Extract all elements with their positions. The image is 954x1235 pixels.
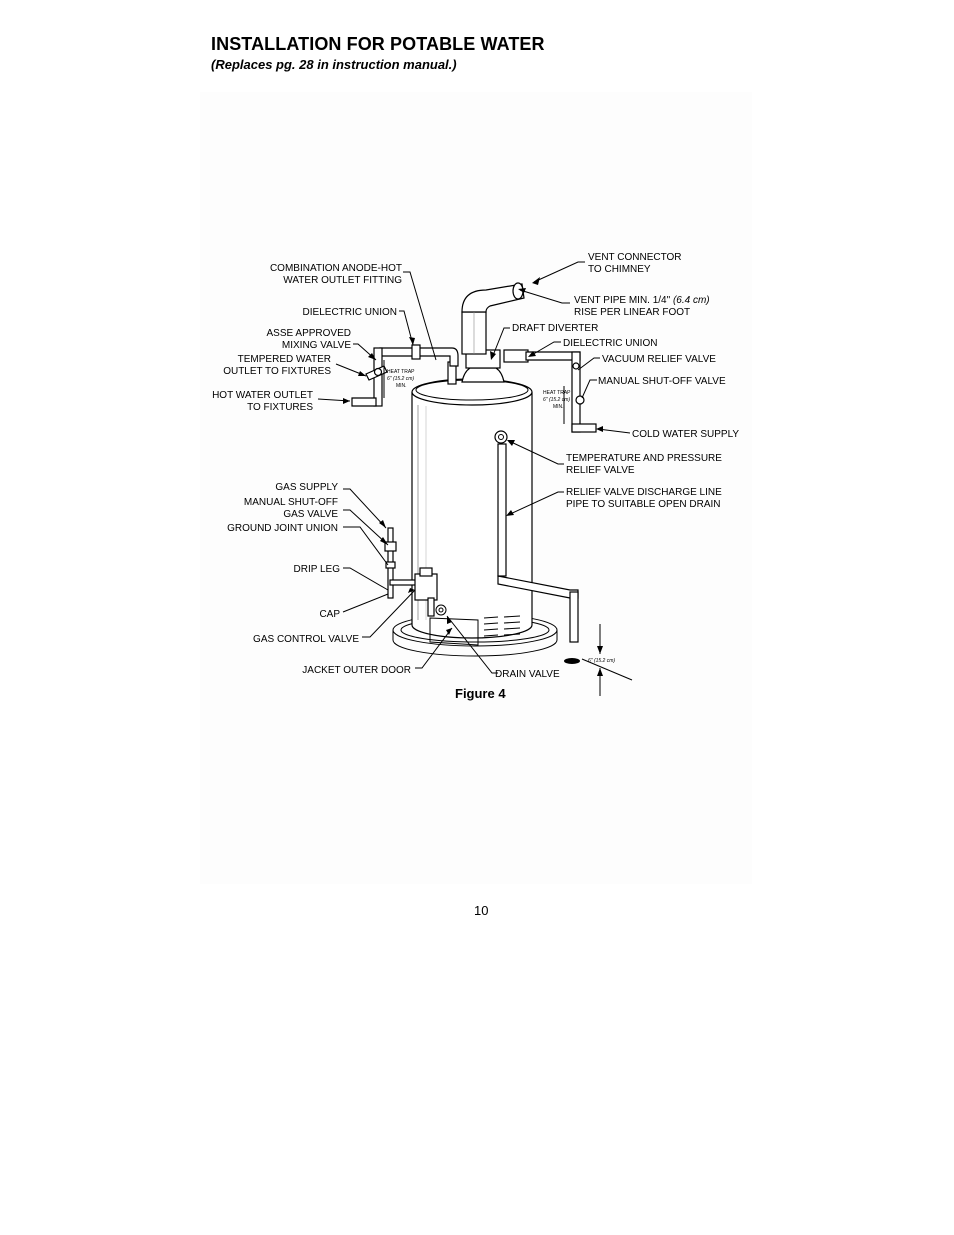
page-number: 10 <box>474 903 489 918</box>
label-heat-trap-right-min: MIN. <box>553 404 564 410</box>
label-hot-water-outlet: HOT WATER OUTLET <box>212 390 313 401</box>
label-outlet-to-fixtures: OUTLET TO FIXTURES <box>223 366 331 377</box>
floor-drain <box>564 658 580 664</box>
label-relief-valve: RELIEF VALVE <box>566 465 635 476</box>
label-vent-pipe: VENT PIPE MIN. 1/4" (6.4 cm) <box>574 295 710 306</box>
vent-assembly <box>461 282 525 383</box>
label-heat-trap-right-dim: 6" (15.2 cm) <box>543 397 570 403</box>
label-drip-leg: DRIP LEG <box>294 564 341 575</box>
label-to-chimney: TO CHIMNEY <box>588 264 651 275</box>
page-subtitle: (Replaces pg. 28 in instruction manual.) <box>211 57 457 72</box>
label-heat-trap-left: HEAT TRAP <box>387 369 415 375</box>
label-vacuum-relief-valve: VACUUM RELIEF VALVE <box>602 354 716 365</box>
label-dielectric-union-left: DIELECTRIC UNION <box>303 307 397 318</box>
label-cap: CAP <box>319 609 340 620</box>
label-heat-trap-left-dim: 6" (15.2 cm) <box>387 376 414 382</box>
label-discharge-line: RELIEF VALVE DISCHARGE LINE <box>566 487 722 498</box>
label-ground-joint-union: GROUND JOINT UNION <box>227 523 338 534</box>
label-vent-connector: VENT CONNECTOR <box>588 252 682 263</box>
label-manual-shutoff-gas: MANUAL SHUT-OFF <box>244 497 338 508</box>
figure-caption: Figure 4 <box>455 686 506 701</box>
label-discharge-drain: PIPE TO SUITABLE OPEN DRAIN <box>566 499 721 510</box>
label-heat-trap-left-min: MIN. <box>396 383 407 389</box>
label-dielectric-union-right: DIELECTRIC UNION <box>563 338 657 349</box>
label-gas-supply: GAS SUPPLY <box>275 482 338 493</box>
gas-supply-piping <box>384 527 438 617</box>
relief-valve-discharge <box>494 430 579 643</box>
label-draft-diverter: DRAFT DIVERTER <box>512 323 598 334</box>
label-tp-relief: TEMPERATURE AND PRESSURE <box>566 453 722 464</box>
label-rise-per-foot: RISE PER LINEAR FOOT <box>574 307 690 318</box>
label-drain-valve: DRAIN VALVE <box>495 669 560 680</box>
leader-lines <box>317 261 633 696</box>
label-combination-anode: COMBINATION ANODE-HOT <box>270 263 402 274</box>
label-mixing-valve: MIXING VALVE <box>282 340 351 351</box>
page-title: INSTALLATION FOR POTABLE WATER <box>211 34 545 54</box>
label-jacket-outer-door: JACKET OUTER DOOR <box>302 665 411 676</box>
label-tempered-water: TEMPERED WATER <box>238 354 331 365</box>
label-asse-approved: ASSE APPROVED <box>267 328 351 339</box>
label-gas-valve: GAS VALVE <box>283 509 338 520</box>
label-manual-shutoff-valve: MANUAL SHUT-OFF VALVE <box>598 376 726 387</box>
label-heat-trap-right: HEAT TRAP <box>543 390 571 396</box>
leader-arrowheads <box>343 277 603 676</box>
label-to-fixtures: TO FIXTURES <box>247 402 313 413</box>
cold-water-piping <box>503 349 597 433</box>
label-combination-anode-2: WATER OUTLET FITTING <box>283 275 402 286</box>
label-cold-water-supply: COLD WATER SUPPLY <box>632 429 739 440</box>
label-gas-control-valve: GAS CONTROL VALVE <box>253 634 359 645</box>
label-drain-gap: 6" (15.2 cm) <box>588 658 615 664</box>
hot-water-piping <box>351 344 459 407</box>
